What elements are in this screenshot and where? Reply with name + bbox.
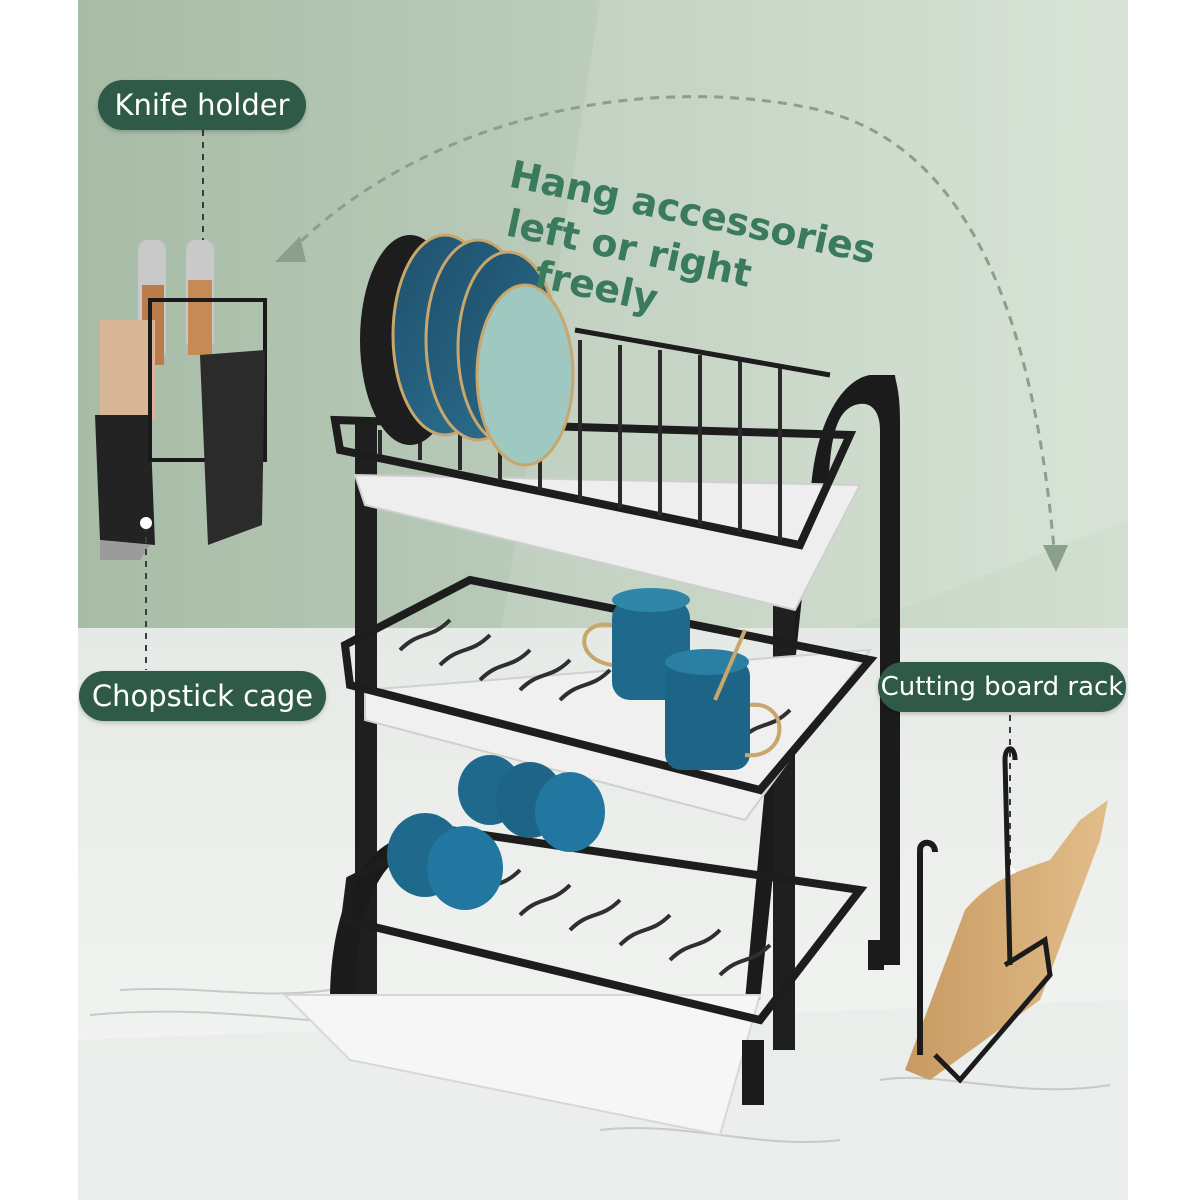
dish-rack-illustration	[282, 233, 900, 1137]
cutting-board-rack-illustration	[905, 715, 1108, 1084]
curved-dashed-arrow-icon	[275, 95, 1068, 572]
knife-holder-label: Knife holder	[98, 80, 306, 130]
knife-holder-illustration	[95, 130, 267, 560]
chopstick-cage-label: Chopstick cage	[79, 671, 326, 721]
marble-veins	[89, 987, 1111, 1144]
chopstick-cage-leader	[140, 517, 152, 670]
cutting-board-rack-label: Cutting board rack	[878, 662, 1126, 712]
